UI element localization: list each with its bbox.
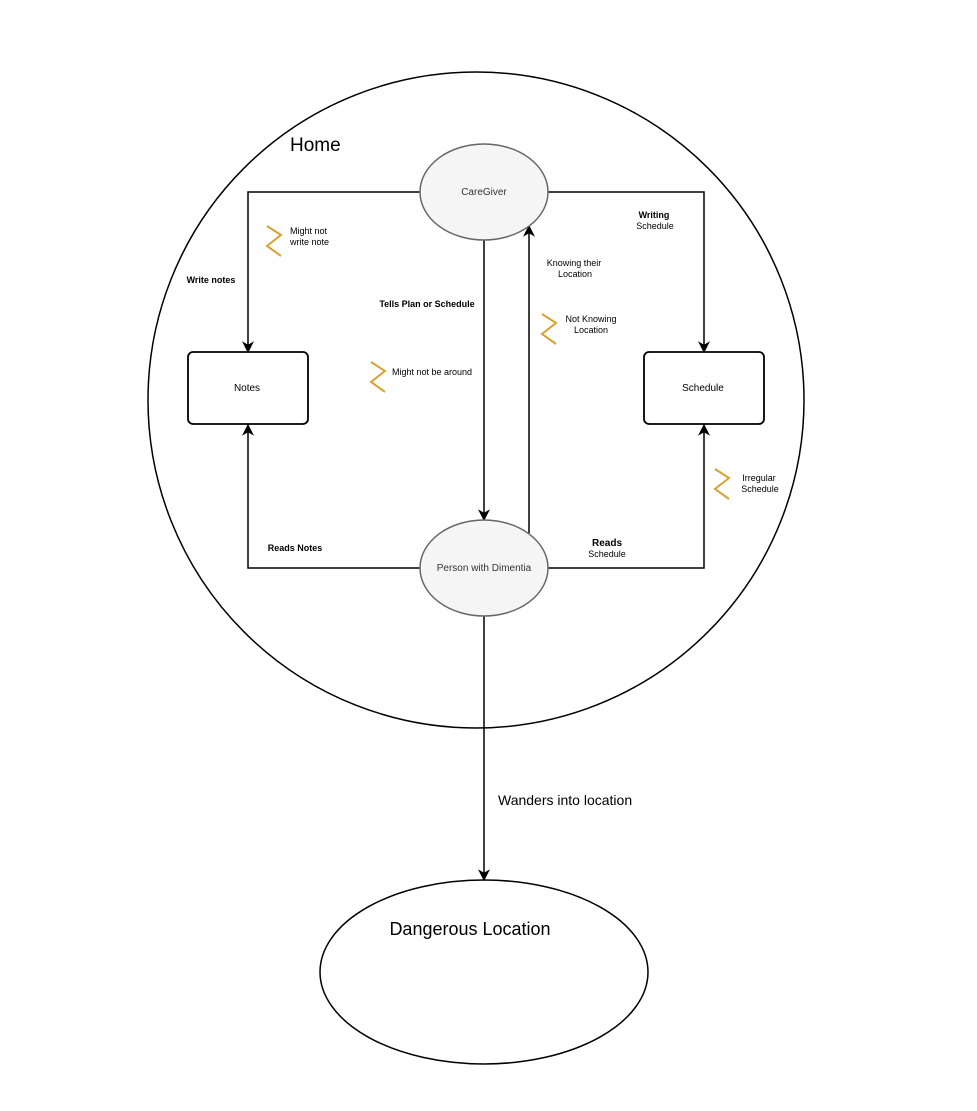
writing-schedule-label-rest: Schedule [636,221,674,231]
reads-notes-label: Reads Notes [268,543,323,553]
risk-irregular-schedule-label-1: Irregular [742,473,776,483]
knowing-location-label-2: Location [558,269,592,279]
reads-schedule-label-rest: Schedule [588,549,626,559]
risk-might-not-write-label-2: write note [289,237,329,247]
caregiver-label: CareGiver [461,187,507,198]
risk-not-knowing-label-1: Not Knowing [565,314,616,324]
risk-might-not-be-around-icon [369,361,387,393]
risk-might-not-be-around-label: Might not be around [392,367,472,377]
risk-irregular-schedule-icon [713,468,731,500]
wanders-label: Wanders into location [498,792,632,808]
edge-write-notes[interactable] [242,191,420,354]
home-label: Home [290,135,341,156]
risk-might-not-write-label-1: Might not [290,226,328,236]
risk-irregular-schedule-label-2: Schedule [741,484,779,494]
caregiver-node[interactable] [419,143,549,241]
edge-reads-notes[interactable] [242,423,420,569]
edge-writing-schedule[interactable] [547,191,710,354]
person-label: Person with Dimentia [437,563,532,574]
tells-plan-label: Tells Plan or Schedule [379,299,474,309]
person-node[interactable] [419,519,549,617]
schedule-label: Schedule [682,383,724,394]
knowing-location-label-1: Knowing their [547,258,602,268]
notes-node[interactable] [187,351,309,425]
writing-schedule-label-bold: Writing [639,210,670,220]
risk-not-knowing-icon [540,313,558,345]
reads-schedule-label-bold: Reads [592,538,622,549]
notes-label: Notes [234,383,260,394]
write-notes-label: Write notes [187,275,236,285]
dangerous-location-region[interactable] [319,879,649,1065]
home-region[interactable] [147,71,805,729]
dangerous-location-label: Dangerous Location [389,919,550,939]
edge-reads-schedule[interactable] [547,423,710,569]
schedule-node[interactable] [643,351,765,425]
risk-not-knowing-label-2: Location [574,325,608,335]
risk-might-not-write-icon [265,225,283,257]
